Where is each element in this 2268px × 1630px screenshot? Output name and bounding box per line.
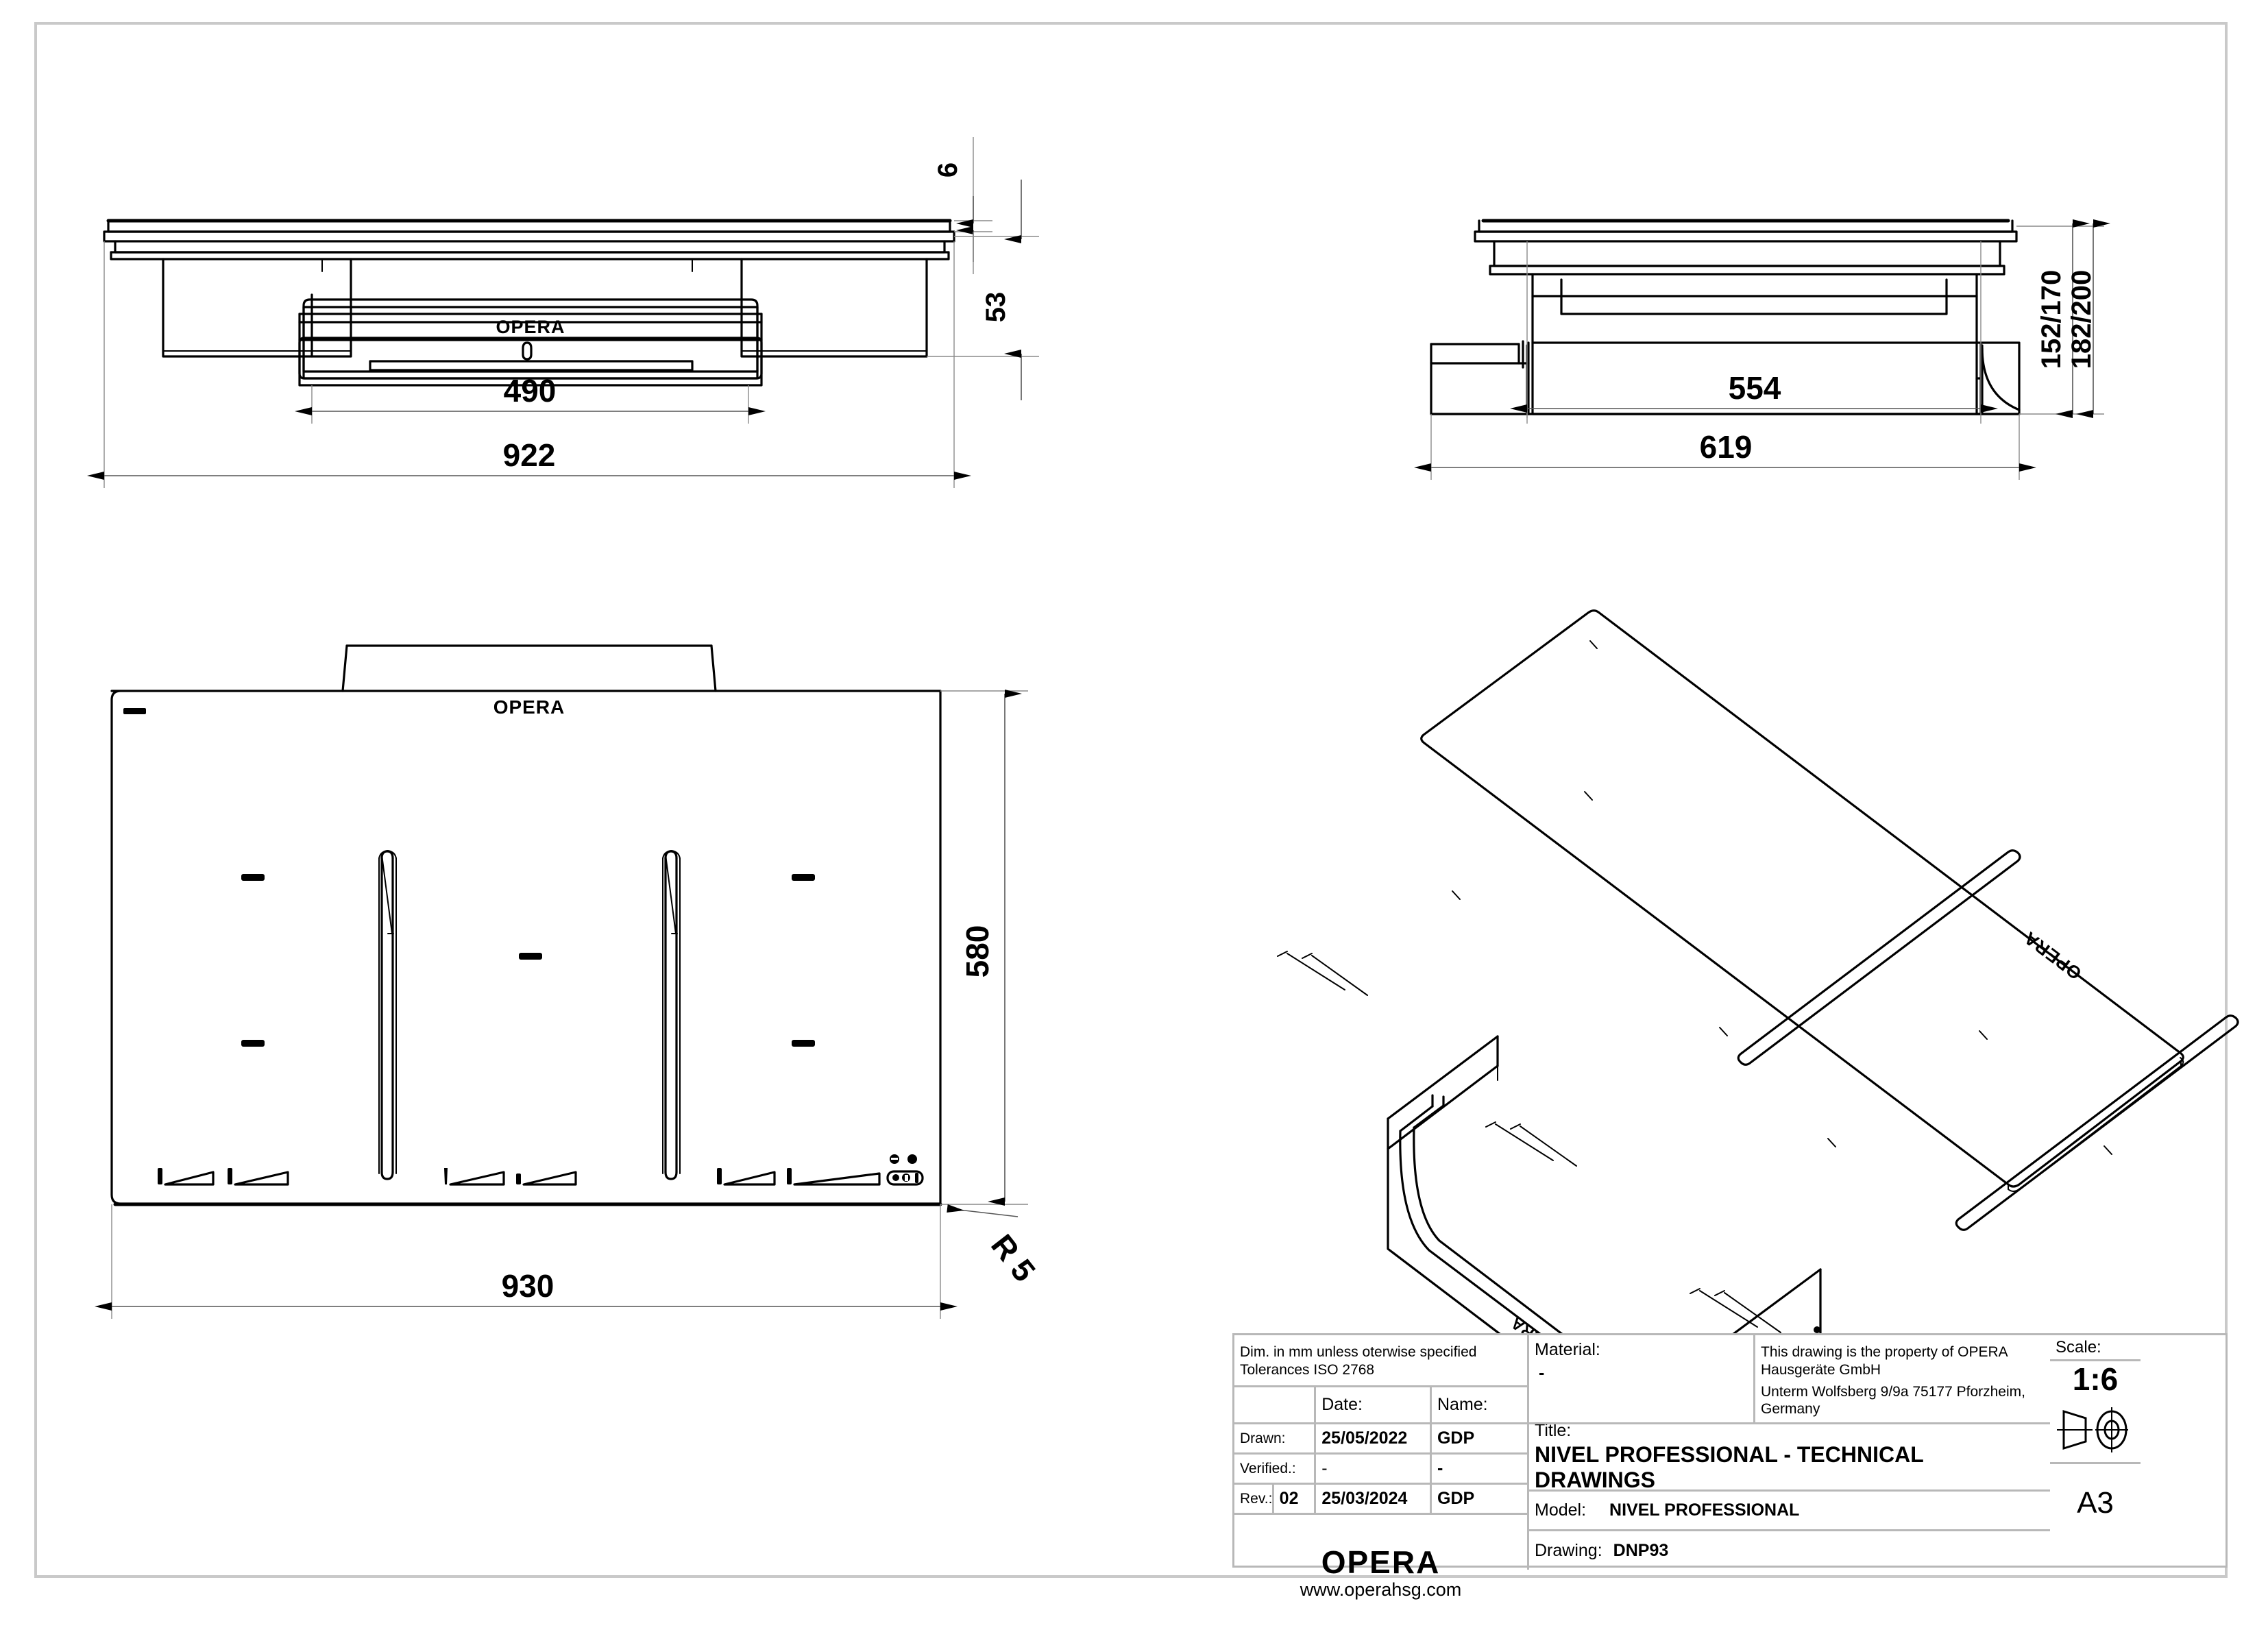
verified-date-cell: - <box>1316 1455 1432 1485</box>
scale-value: 1:6 <box>2072 1361 2119 1397</box>
tolerance-note-line2: Tolerances ISO 2768 <box>1240 1362 1375 1378</box>
property-notice-cell: This drawing is the property of OPERA Ha… <box>1755 1335 2050 1424</box>
material-value: - <box>1539 1363 1545 1383</box>
header-date-label: Date: <box>1321 1395 1363 1414</box>
material-label: Material: <box>1535 1340 1600 1359</box>
header-blank-cell <box>1234 1387 1317 1424</box>
verified-label-cell: Verified.: <box>1234 1455 1317 1485</box>
rev-date: 25/03/2024 <box>1321 1489 1408 1508</box>
iso-view-opera-logo-glass: OPERA <box>2020 927 2086 984</box>
rev-name-cell: GDP <box>1432 1485 1527 1515</box>
company-url: www.operahsg.com <box>1300 1579 1462 1600</box>
drawing-title-label: Title: <box>1535 1424 1572 1440</box>
projection-symbol-cell <box>2050 1397 2141 1464</box>
plan-view-opera-logo: OPERA <box>493 696 565 718</box>
verified-label: Verified.: <box>1240 1460 1296 1476</box>
company-logo: OPERA <box>1321 1544 1441 1580</box>
verified-row: Verified.: - - <box>1234 1455 1527 1485</box>
rev-number-cell: 02 <box>1273 1485 1317 1515</box>
plan-view: OPERA <box>95 644 1042 1319</box>
drawn-date: 25/05/2022 <box>1321 1428 1408 1448</box>
zone-mark-tr <box>792 874 815 881</box>
rev-name: GDP <box>1437 1489 1475 1508</box>
side-section-view: 152/170 182/200 554 619 <box>1414 219 2110 480</box>
model-label: Model: <box>1535 1500 1587 1520</box>
induction-slot-left <box>378 850 397 1180</box>
iso-touch-sliders <box>1277 951 1781 1333</box>
iso-induction-slot-2 <box>1955 1014 2239 1231</box>
plan-corner-marking <box>123 708 146 714</box>
header-date-cell: Date: <box>1316 1387 1432 1424</box>
dim-6-label: 6 <box>933 162 963 178</box>
dim-930-label: 930 <box>502 1268 554 1304</box>
dim-619-label: 619 <box>1700 429 1753 465</box>
sheet-format-cell: A3 <box>2050 1464 2141 1542</box>
rev-label: Rev.: <box>1240 1490 1273 1507</box>
model-cell: Model: NIVEL PROFESSIONAL <box>1529 1492 2050 1531</box>
touch-slider-group-right <box>717 1168 881 1186</box>
drawing-number-cell: Drawing: DNP93 <box>1529 1531 2050 1570</box>
header-name-label: Name: <box>1437 1395 1488 1414</box>
iso-induction-slot-1 <box>1737 849 2021 1066</box>
touch-slider-group-center <box>444 1168 577 1186</box>
zone-mark-center <box>519 953 542 960</box>
header-name-cell: Name: <box>1431 1387 1527 1424</box>
verified-name-cell: - <box>1431 1455 1527 1485</box>
first-angle-projection-icon <box>2057 1407 2128 1452</box>
material-cell: Material: - <box>1529 1335 1755 1424</box>
rev-number: 02 <box>1279 1489 1299 1508</box>
drawn-name: GDP <box>1437 1428 1475 1448</box>
dim-490-label: 490 <box>504 373 557 409</box>
rev-label-cell: Rev.: <box>1234 1485 1274 1515</box>
dim-53-label: 53 <box>981 292 1011 323</box>
drawn-date-cell: 25/05/2022 <box>1316 1424 1432 1455</box>
touch-slider-group-left <box>158 1168 289 1186</box>
drawn-row: Drawn: 25/05/2022 GDP <box>1234 1424 1527 1455</box>
tolerance-note: Dim. in mm unless oterwise specified Tol… <box>1234 1335 1527 1387</box>
drawn-label-cell: Drawn: <box>1234 1424 1317 1455</box>
title-block-scale-column: Scale: 1:6 A3 <box>2050 1335 2141 1570</box>
drawing-title-value: NIVEL PROFESSIONAL - TECHNICAL DRAWINGS <box>1535 1442 1924 1492</box>
drawing-number-label: Drawing: <box>1535 1540 1602 1560</box>
sheet-format-value: A3 <box>2077 1486 2114 1520</box>
verified-date: - <box>1321 1459 1328 1478</box>
material-property-row: Material: - This drawing is the property… <box>1529 1335 2050 1424</box>
company-logo-cell: OPERA www.operahsg.com <box>1234 1515 1527 1630</box>
model-value: NIVEL PROFESSIONAL <box>1609 1500 1800 1520</box>
revision-row: Rev.: 02 25/03/2024 GDP <box>1234 1485 1527 1515</box>
zone-mark-tl <box>241 874 265 881</box>
drawing-title-cell: Title: NIVEL PROFESSIONAL - TECHNICAL DR… <box>1529 1424 2050 1492</box>
dim-152-170-label: 152/170 <box>2036 270 2066 369</box>
dim-922-label: 922 <box>503 437 556 473</box>
scale-label-cell: Scale: <box>2050 1335 2141 1361</box>
zone-mark-bl <box>241 1040 265 1047</box>
property-notice-line2: Unterm Wolfsberg 9/9a 75177 Pforzheim, G… <box>1761 1383 2025 1418</box>
induction-slot-right <box>662 850 681 1180</box>
scale-value-cell: 1:6 <box>2050 1361 2141 1397</box>
drawn-label: Drawn: <box>1240 1430 1286 1446</box>
property-notice-line1: This drawing is the property of OPERA Ha… <box>1761 1344 2008 1378</box>
date-name-header-row: Date: Name: <box>1234 1387 1527 1424</box>
title-block-middle-column: Material: - This drawing is the property… <box>1529 1335 2050 1570</box>
zone-mark-br <box>792 1040 815 1047</box>
verified-name: - <box>1437 1459 1443 1478</box>
scale-label: Scale: <box>2056 1337 2101 1357</box>
dim-r5-label: R 5 <box>984 1228 1042 1288</box>
dim-554-label: 554 <box>1729 370 1781 406</box>
drawing-number-value: DNP93 <box>1613 1540 1669 1560</box>
control-indicator-cluster <box>886 1154 924 1186</box>
drawing-sheet-border <box>34 22 2228 1578</box>
dim-182-200-label: 182/200 <box>2066 270 2097 369</box>
front-view-opera-logo: OPERA <box>496 317 565 337</box>
rev-date-cell: 25/03/2024 <box>1316 1485 1432 1515</box>
drawn-name-cell: GDP <box>1431 1424 1527 1455</box>
front-section-view: OPERA 6 53 490 922 <box>87 137 1039 488</box>
iso-zone-marks <box>1452 640 2112 1155</box>
title-block-left-column: Dim. in mm unless oterwise specified Tol… <box>1234 1335 1529 1598</box>
title-block: Dim. in mm unless oterwise specified Tol… <box>1232 1333 2228 1598</box>
dim-580-label: 580 <box>960 925 995 978</box>
tolerance-note-line1: Dim. in mm unless oterwise specified <box>1240 1344 1477 1361</box>
